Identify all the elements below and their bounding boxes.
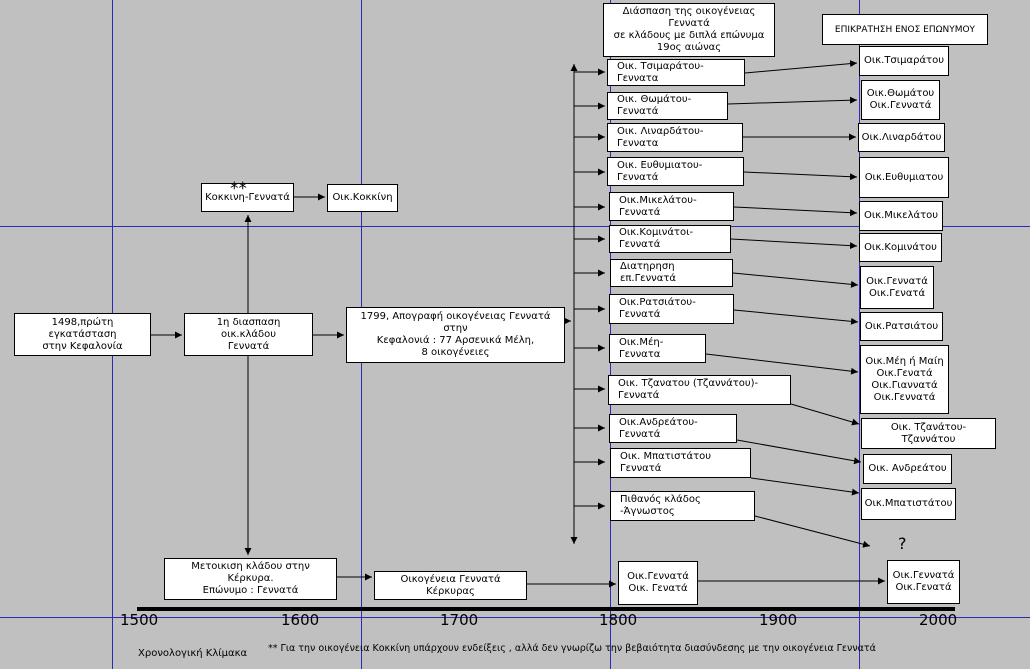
branch-box: Οικ. Θωμάτου-Γεννατά <box>607 92 728 120</box>
arrow-b2-s2 <box>727 96 858 105</box>
branch-box: Οικ. Τσιμαράτου- Γεννατα <box>607 59 745 86</box>
branch-box: Οικ.Ρατσιάτου-Γεννατά <box>609 294 734 324</box>
surname-box: Οικ.Θωμάτου Οικ.Γεννατά <box>861 80 940 120</box>
surname-box: Οικ.Ευθυμιατου <box>859 157 949 198</box>
connectors <box>151 60 885 588</box>
footnote: ** Για την οικογένεια Κοκκίνη υπάρχουν ε… <box>268 643 876 654</box>
surname-box: Οικ.Μικελάτου <box>859 201 943 231</box>
branch-box: Οικ. Ευθυμιατου-Γεννατά <box>607 157 744 186</box>
arrow-b1-s1 <box>744 60 858 74</box>
corfu-2000-box: Οικ.Γεννατά Οικ.Γενατά <box>887 560 960 604</box>
surname-box: Οικ.Μπατιστάτου <box>861 488 956 520</box>
branch-box: Οικ. Τζανατου (Τζαννάτου)-Γεννατά <box>608 375 791 405</box>
split-title-box: Διάσπαση της οικογένειας Γεννατά σε κλάδ… <box>603 3 775 57</box>
arrow-b6-s6 <box>730 238 858 250</box>
corfu-move-box: Μετοικιση κλάδου στην Κέρκυρα. Επώνυμο :… <box>164 558 337 600</box>
year-label: 1500 <box>120 611 159 629</box>
surname-box: Οικ.Κομινάτου <box>859 233 942 262</box>
arrow-b8-s8 <box>733 309 859 325</box>
kokkini-family-box: Οικ.Κοκκίνη <box>327 184 398 212</box>
branch-box: Οικ.Μέη-Γεννατα <box>609 334 706 363</box>
surname-box: Οικ.Τσιμαράτου <box>859 46 949 76</box>
arrow-b12-s12 <box>750 477 860 496</box>
branch-box: Πιθανός κλάδος -Άγνωστος <box>610 491 755 521</box>
kokkini-branch-box: Κοκκινη-Γεννατά <box>201 183 294 212</box>
census-1799-box: 1799, Απογραφή οικογένειας Γεννατά στην … <box>346 307 565 363</box>
branch-box: Διατηρηση επ.Γεννατά <box>610 259 733 287</box>
corfu-1800-box: Οικ.Γεννατά Οικ. Γενατά <box>618 561 698 605</box>
corfu-family-box: Οικογένεια Γεννατά Κέρκυρας <box>374 571 527 600</box>
first-settlement-box: 1498,πρώτη εγκατάσταση στην Κεφαλονία <box>14 313 151 356</box>
year-label: 1700 <box>440 611 479 629</box>
surname-box: Οικ.Μέη ή Μαίη Οικ.Γενατά Οικ.Γιαννατά Ο… <box>860 345 949 414</box>
surname-box: Οικ.Γεννατά Οικ.Γενατά <box>860 266 934 309</box>
arrow-b13-unknown <box>754 515 871 548</box>
year-label: 1900 <box>759 611 798 629</box>
unknown-mark: ? <box>898 534 907 553</box>
branch-box: Οικ.Μικελάτου-Γεννατά <box>609 192 734 221</box>
branch-box: Οικ. Λιναρδάτου-Γεννατα <box>607 123 743 152</box>
surname-box: Οικ.Λιναρδάτου <box>858 123 945 152</box>
first-split-box: 1η διασπαση οικ.κλάδου Γεννατά <box>184 313 313 356</box>
surname-title-box: ΕΠΙΚΡΑΤΗΣΗ ΕΝΟΣ ΕΠΩΝΥΜΟΥ <box>822 14 988 45</box>
arrow-b4-s4 <box>743 171 858 181</box>
arrow-b9-s9 <box>705 353 859 375</box>
arrow-b5-s5 <box>733 206 858 217</box>
surname-box: Οικ. Ανδρεάτου <box>863 454 952 484</box>
arrow-b11-s11 <box>736 439 862 465</box>
year-label: 1800 <box>599 611 638 629</box>
arrow-b10-s10 <box>790 403 860 426</box>
branch-box: Οικ. Μπατιστάτου Γεννατά <box>610 448 751 478</box>
branch-box: Οικ.Ανδρεάτου-Γεννατά <box>609 414 737 443</box>
arrow-b7-s7 <box>732 272 859 288</box>
surname-box: Οικ. Τζανάτου-Τζαννάτου <box>861 418 996 449</box>
surname-box: Οικ.Ρατσιάτου <box>860 312 943 341</box>
kokkini-mark: ** <box>230 179 247 199</box>
year-label: 2000 <box>919 611 958 629</box>
year-label: 1600 <box>281 611 320 629</box>
branch-box: Οικ.Κομινάτοι-Γεννατά <box>609 225 731 253</box>
timeline-label: Χρονολογική Κλίμακα <box>138 648 248 659</box>
